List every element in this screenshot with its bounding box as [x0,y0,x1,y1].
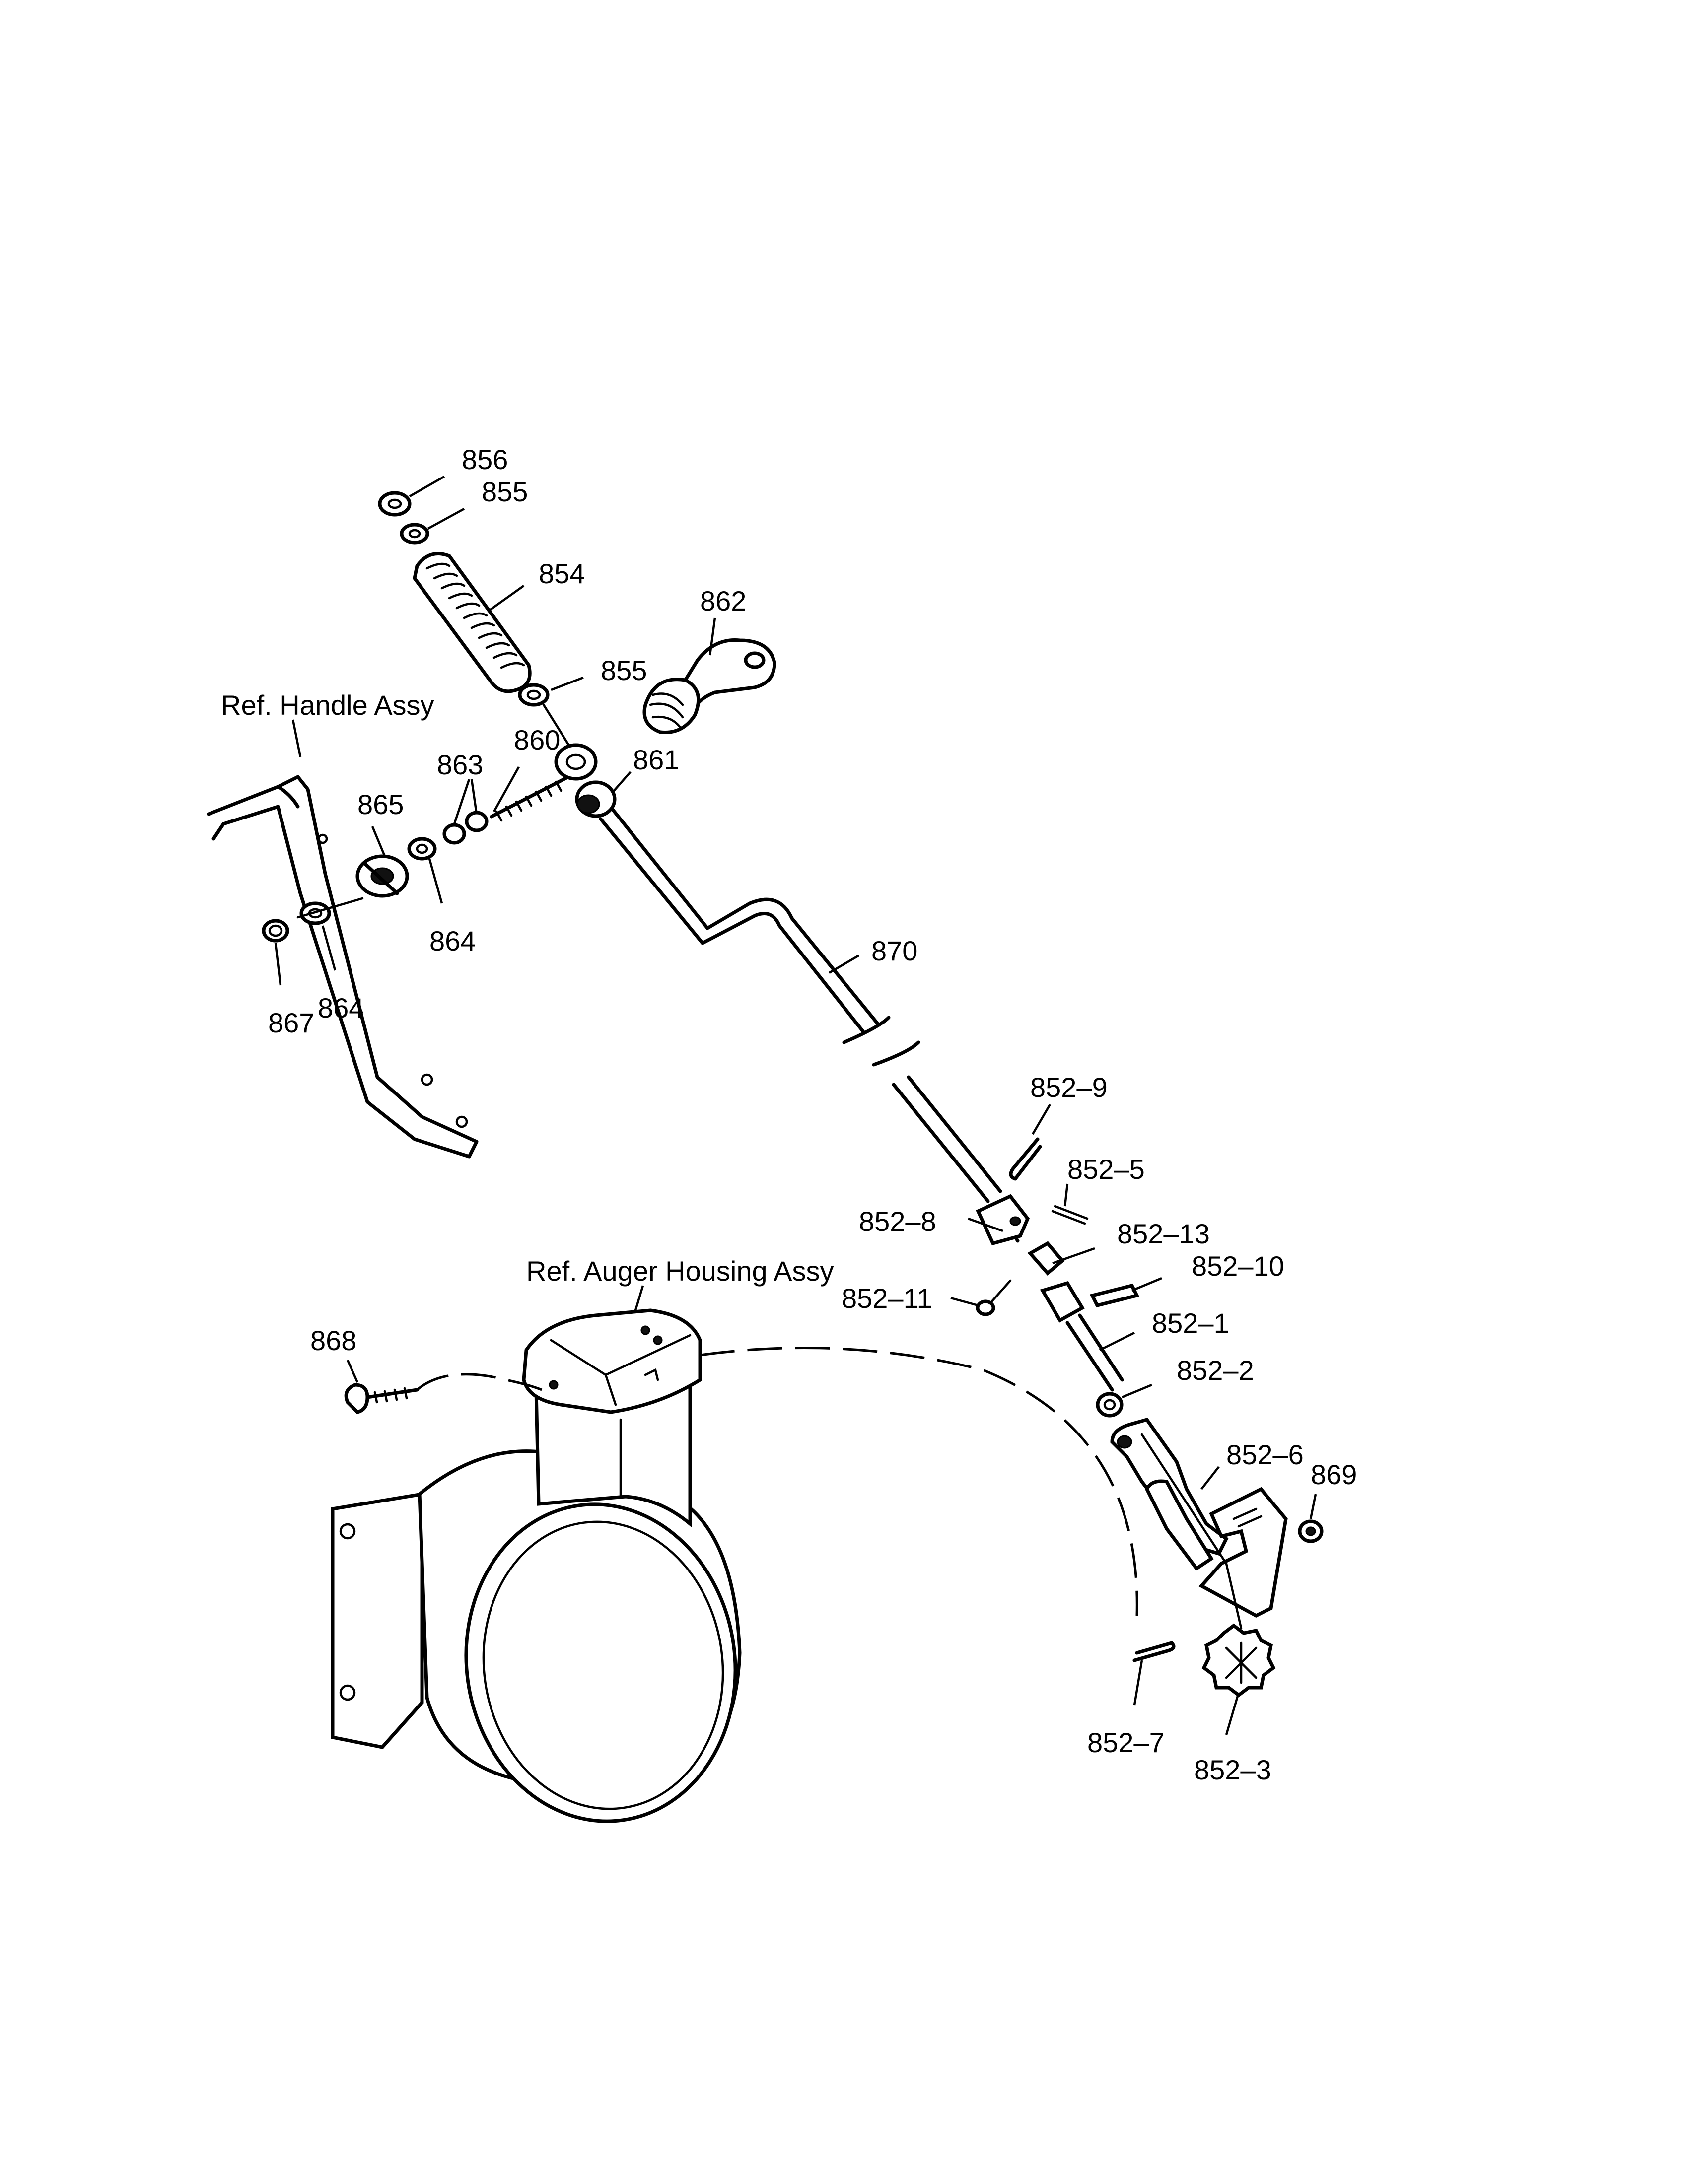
callout-852-7: 852–7 [1087,1727,1165,1758]
callout-854: 854 [539,558,585,589]
callout-869: 869 [1311,1459,1357,1490]
callout-868: 868 [310,1325,356,1356]
callout-855-mid: 855 [601,655,647,686]
callout-867: 867 [268,1007,314,1038]
callout-852-10: 852–10 [1192,1250,1284,1282]
callout-864-left: 864 [318,992,364,1024]
washer-855-mid [518,683,550,707]
spring-862 [642,638,776,735]
cam-865 [355,854,409,898]
callout-863: 863 [437,749,483,780]
screw-852-11 [976,1279,1012,1316]
eyebolt-860 [490,743,598,822]
callout-852-3: 852–3 [1194,1754,1271,1785]
callout-852-8: 852–8 [859,1206,936,1237]
link-852-13 [1027,1241,1065,1276]
yoke-852-8 [976,1194,1030,1246]
callout-852-2: 852–2 [1177,1355,1254,1386]
callout-861: 861 [633,744,679,775]
ref-auger-housing-assy-label: Ref. Auger Housing Assy [526,1255,834,1287]
callout-870: 870 [871,935,917,966]
callout-865: 865 [357,789,404,820]
pin-852-5 [1051,1205,1089,1225]
callout-852-5: 852–5 [1067,1154,1145,1185]
callout-860: 860 [514,724,560,755]
shift-rod-870 [599,808,1020,1243]
washer-864-right [407,837,437,861]
leader-lines [274,476,1317,1735]
callout-852-1: 852–1 [1152,1307,1229,1339]
callout-852-9: 852–9 [1030,1072,1108,1103]
callout-864-right: 864 [429,925,476,956]
callout-855-top: 855 [482,476,528,507]
pin-852-10 [1089,1283,1140,1308]
clip-852-7 [1132,1641,1176,1662]
hairpin-852-9 [1009,1137,1042,1181]
coupler-852-1 [1040,1281,1124,1392]
ref-handle-assy-label: Ref. Handle Assy [221,689,434,721]
auger-housing [331,1308,742,1823]
washer-852-2 [1096,1392,1124,1418]
callout-852-13: 852–13 [1117,1218,1210,1249]
bushing-861 [575,780,617,818]
callout-852-6: 852–6 [1226,1439,1304,1470]
handle-bracket [207,775,479,1159]
carriage-bolt-868 [344,1383,419,1414]
grip-854 [413,552,532,693]
nut-867 [262,919,289,943]
nuts-863 [442,811,489,845]
callout-856: 856 [462,444,508,475]
cap-856 [378,491,412,517]
callout-852-11: 852–11 [842,1283,932,1314]
callout-862: 862 [700,585,746,616]
gear-852-3 [1201,1623,1276,1698]
nut-869 [1298,1519,1324,1543]
bracket-852-6 [1110,1417,1288,1618]
washer-855-top [400,523,429,545]
